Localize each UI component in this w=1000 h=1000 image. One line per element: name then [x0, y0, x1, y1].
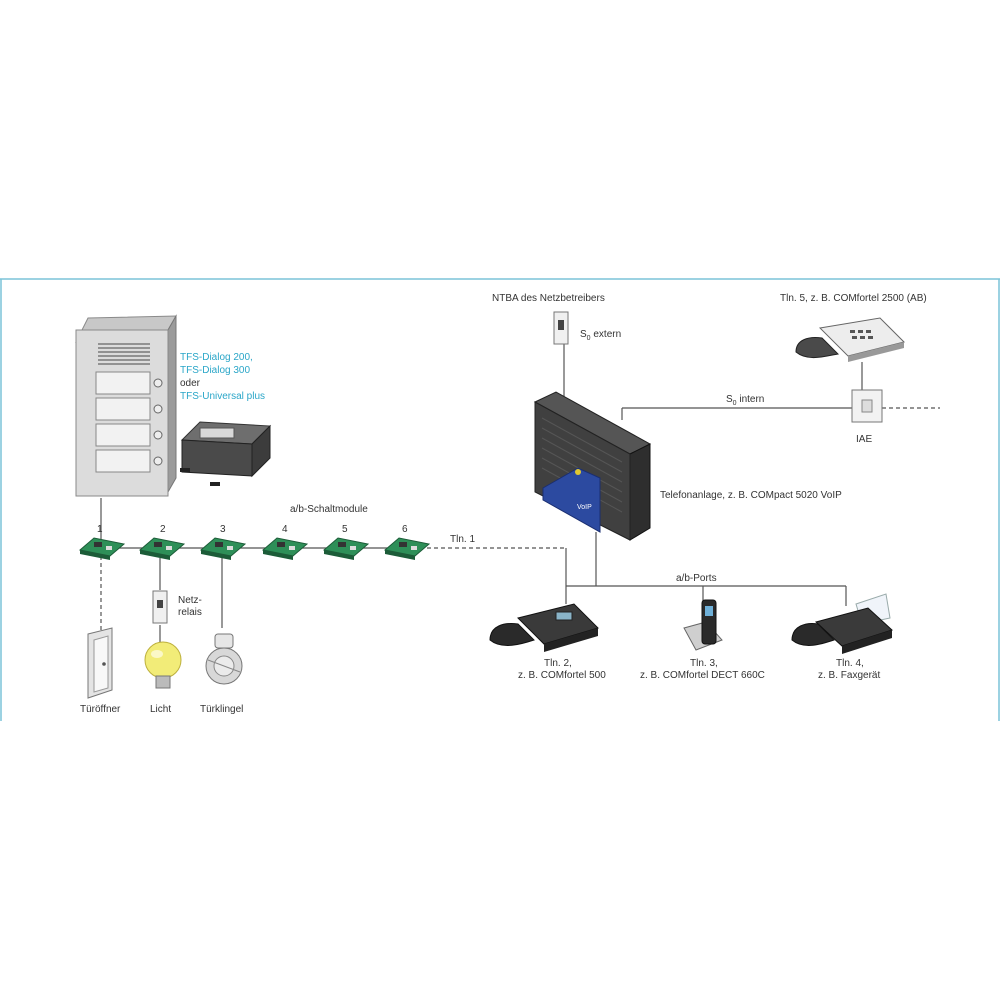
tln2-label-line-2: z. B. COMfortel 500	[518, 670, 606, 681]
net-relay-icon	[152, 590, 168, 624]
door-station-label-line-2: TFS-Dialog 300	[180, 365, 250, 376]
door-bell-icon	[205, 633, 243, 685]
fax-machine-tln4-icon	[791, 593, 893, 654]
door-opener-label: Türöffner	[80, 704, 121, 715]
door-station-label-line-3: oder	[180, 378, 201, 389]
s0-extern-label: S0 extern	[580, 329, 621, 342]
door-station-label-line-4: TFS-Universal plus	[180, 391, 265, 402]
light-bulb-icon	[144, 641, 182, 689]
light-label: Licht	[150, 704, 171, 715]
iae-label: IAE	[856, 434, 872, 445]
iae-socket-icon	[851, 389, 883, 423]
module-number-3: 3	[220, 524, 226, 535]
door-station	[75, 314, 177, 497]
door-station-label-line-1: TFS-Dialog 200,	[180, 352, 253, 363]
switch-module-4	[261, 537, 309, 560]
ab-ports-label: a/b-Ports	[676, 573, 717, 584]
module-number-2: 2	[160, 524, 166, 535]
door-bell-label: Türklingel	[200, 704, 243, 715]
switch-module-1	[78, 537, 126, 560]
module-number-6: 6	[402, 524, 408, 535]
tln4-label-line-1: Tln. 4,	[836, 658, 864, 669]
ntba-title: NTBA des Netzbetreibers	[492, 293, 605, 304]
ntba-socket-icon	[553, 311, 569, 345]
door-opener-icon	[87, 627, 113, 699]
switch-module-6	[383, 537, 431, 560]
controller-unit	[180, 421, 272, 486]
tln3-label-line-2: z. B. COMfortel DECT 660C	[640, 670, 765, 681]
pbx-device	[533, 391, 652, 541]
desk-phone-tln2-icon	[489, 603, 599, 652]
dect-phone-tln3-icon	[683, 599, 723, 651]
door-station-label: TFS-Dialog 200, TFS-Dialog 300 oder TFS-…	[180, 352, 265, 402]
desk-phone-tln5-icon	[795, 317, 905, 362]
modules-title: a/b-Schaltmodule	[290, 504, 368, 515]
tln3-label-line-1: Tln. 3,	[690, 658, 718, 669]
tln5-label: Tln. 5, z. B. COMfortel 2500 (AB)	[780, 293, 927, 304]
pbx-label: Telefonanlage, z. B. COMpact 5020 VoIP	[660, 490, 842, 501]
net-relay-label-line-2: relais	[178, 607, 202, 618]
tln4-label-line-2: z. B. Faxgerät	[818, 670, 880, 681]
switch-module-3	[199, 537, 247, 560]
s0-intern-label: S0 intern	[726, 394, 764, 407]
switch-module-2	[138, 537, 186, 560]
module-number-4: 4	[282, 524, 288, 535]
pbx-badge: VoIP	[577, 504, 592, 511]
tln1-label: Tln. 1	[450, 534, 475, 545]
tln2-label-line-1: Tln. 2,	[544, 658, 572, 669]
switch-module-5	[322, 537, 370, 560]
net-relay-label-line-1: Netz-	[178, 595, 202, 606]
module-number-5: 5	[342, 524, 348, 535]
module-number-1: 1	[97, 524, 103, 535]
